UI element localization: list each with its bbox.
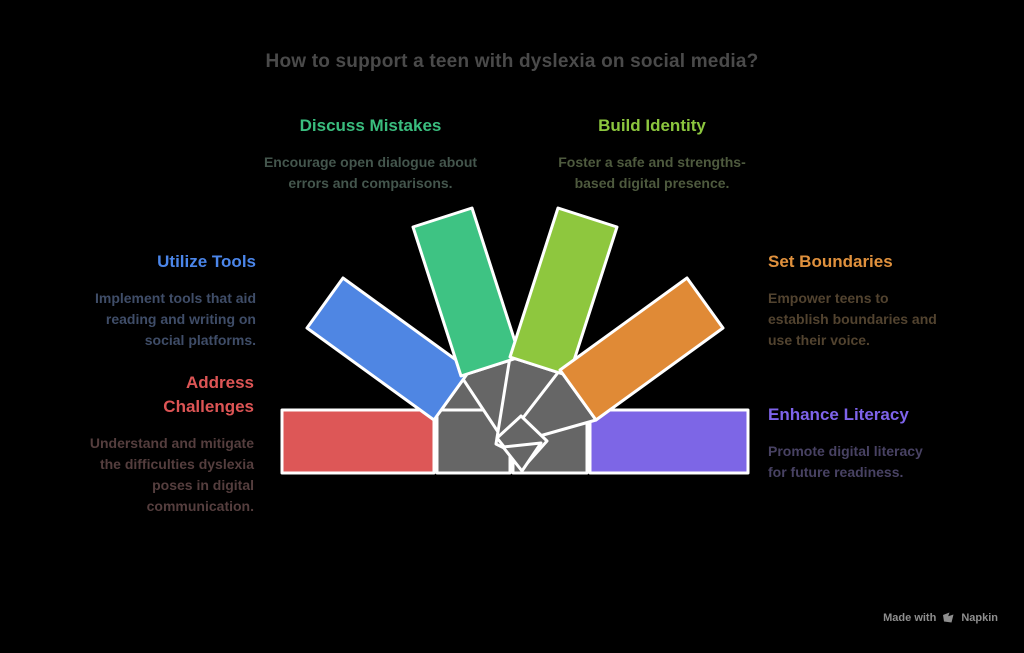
fold-triangle bbox=[501, 441, 543, 473]
section-build-description: Foster a safe and strengths- based digit… bbox=[558, 154, 746, 191]
ribbon-utilize-bar bbox=[305, 276, 472, 422]
page-title: How to support a teen with dyslexia on s… bbox=[265, 51, 759, 72]
watermark-prefix-label: Made with bbox=[883, 611, 937, 624]
ribbon-build-bar bbox=[508, 206, 619, 378]
section-discuss-title: Discuss Mistakes bbox=[299, 116, 442, 135]
ribbon-set-bar bbox=[558, 276, 725, 422]
section-discuss-mistakes: Discuss Mistakes Encourage open dialogue… bbox=[248, 114, 493, 194]
napkin-logo-icon bbox=[942, 611, 955, 624]
section-enhance-title: Enhance Literacy bbox=[768, 405, 909, 424]
watermark-brand-label: Napkin bbox=[961, 611, 998, 624]
napkin-watermark: Made with Napkin bbox=[883, 611, 998, 624]
section-utilize-tools: Utilize Tools Implement tools that aid r… bbox=[36, 250, 256, 351]
section-set-title: Set Boundaries bbox=[768, 252, 893, 271]
section-enhance-literacy: Enhance Literacy Promote digital literac… bbox=[768, 403, 1000, 483]
section-build-title: Build Identity bbox=[598, 116, 706, 135]
section-enhance-description: Promote digital literacy for future read… bbox=[768, 443, 923, 480]
section-set-description: Empower teens to establish boundaries an… bbox=[768, 290, 937, 348]
section-discuss-description: Encourage open dialogue about errors and… bbox=[263, 154, 478, 191]
section-address-title: Address Challenges bbox=[163, 373, 254, 416]
section-set-boundaries: Set Boundaries Empower teens to establis… bbox=[768, 250, 1000, 351]
section-address-description: Understand and mitigate the difficulties… bbox=[89, 435, 254, 514]
section-build-identity: Build Identity Foster a safe and strengt… bbox=[528, 114, 776, 194]
section-address-challenges: Address Challenges Understand and mitiga… bbox=[36, 371, 254, 517]
ribbon-enhance-bar bbox=[588, 408, 750, 475]
ribbon-discuss-bar bbox=[411, 206, 522, 378]
section-utilize-title: Utilize Tools bbox=[157, 252, 256, 271]
section-utilize-description: Implement tools that aid reading and wri… bbox=[94, 290, 256, 348]
ribbon-address-bar bbox=[280, 408, 436, 475]
